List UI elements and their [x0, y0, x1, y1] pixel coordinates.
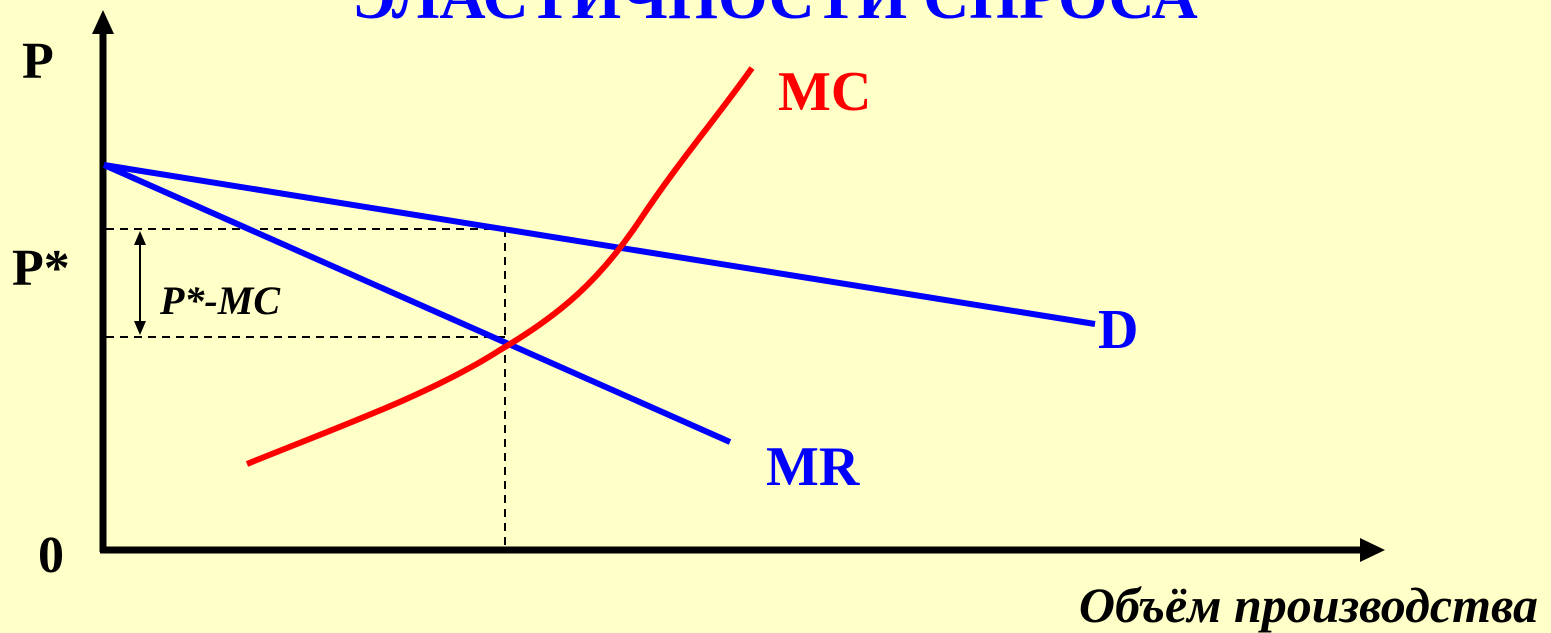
mr-label: MR	[766, 436, 860, 498]
x-axis-arrow-icon	[1360, 538, 1385, 562]
demand-curve	[103, 162, 1096, 327]
marginal-cost-curve	[245, 66, 755, 467]
origin-label: 0	[38, 527, 64, 584]
markup-arrow-down-icon	[134, 321, 146, 335]
markup-label: P*-MC	[159, 278, 281, 323]
mc-label: MC	[778, 61, 871, 123]
y-axis-arrow-icon	[92, 10, 114, 34]
x-axis-label: Объём производства	[1079, 577, 1538, 633]
marginal-revenue-curve	[102, 162, 732, 445]
demand-label: D	[1098, 299, 1138, 361]
price-marker-label: P*	[12, 240, 70, 297]
y-axis-label: P	[22, 33, 54, 90]
markup-arrow-up-icon	[134, 231, 146, 245]
title-text: ЭЛАСТИЧНОСТИ СПРОСА	[352, 0, 1197, 32]
